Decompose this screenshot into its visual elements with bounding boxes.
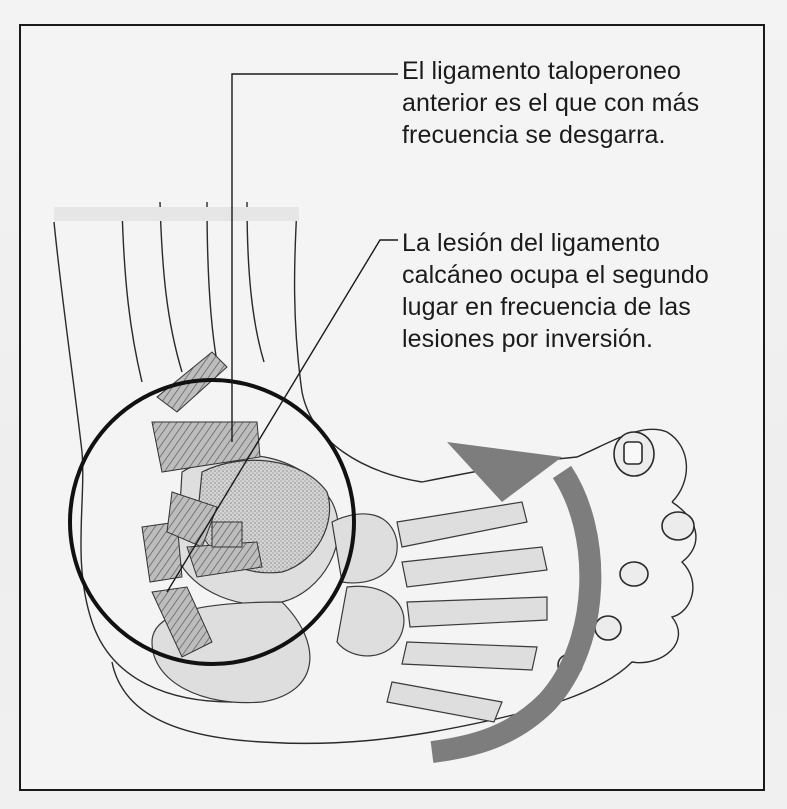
callout-talofibular: El ligamento taloperoneo anterior es el …: [402, 57, 700, 149]
figure-frame: El ligamento taloperoneo anterior es el …: [19, 24, 765, 791]
ankle-illustration: [53, 73, 697, 763]
inversion-arrow-icon: [430, 442, 602, 763]
callout-calcaneofibular: La lesión del ligamento calcáneo ocupa e…: [402, 229, 709, 353]
leg-top-band: [54, 207, 299, 221]
magnifier-circle-icon: [68, 378, 356, 666]
leg-outline: [53, 201, 423, 703]
leader-lines: [166, 73, 398, 593]
